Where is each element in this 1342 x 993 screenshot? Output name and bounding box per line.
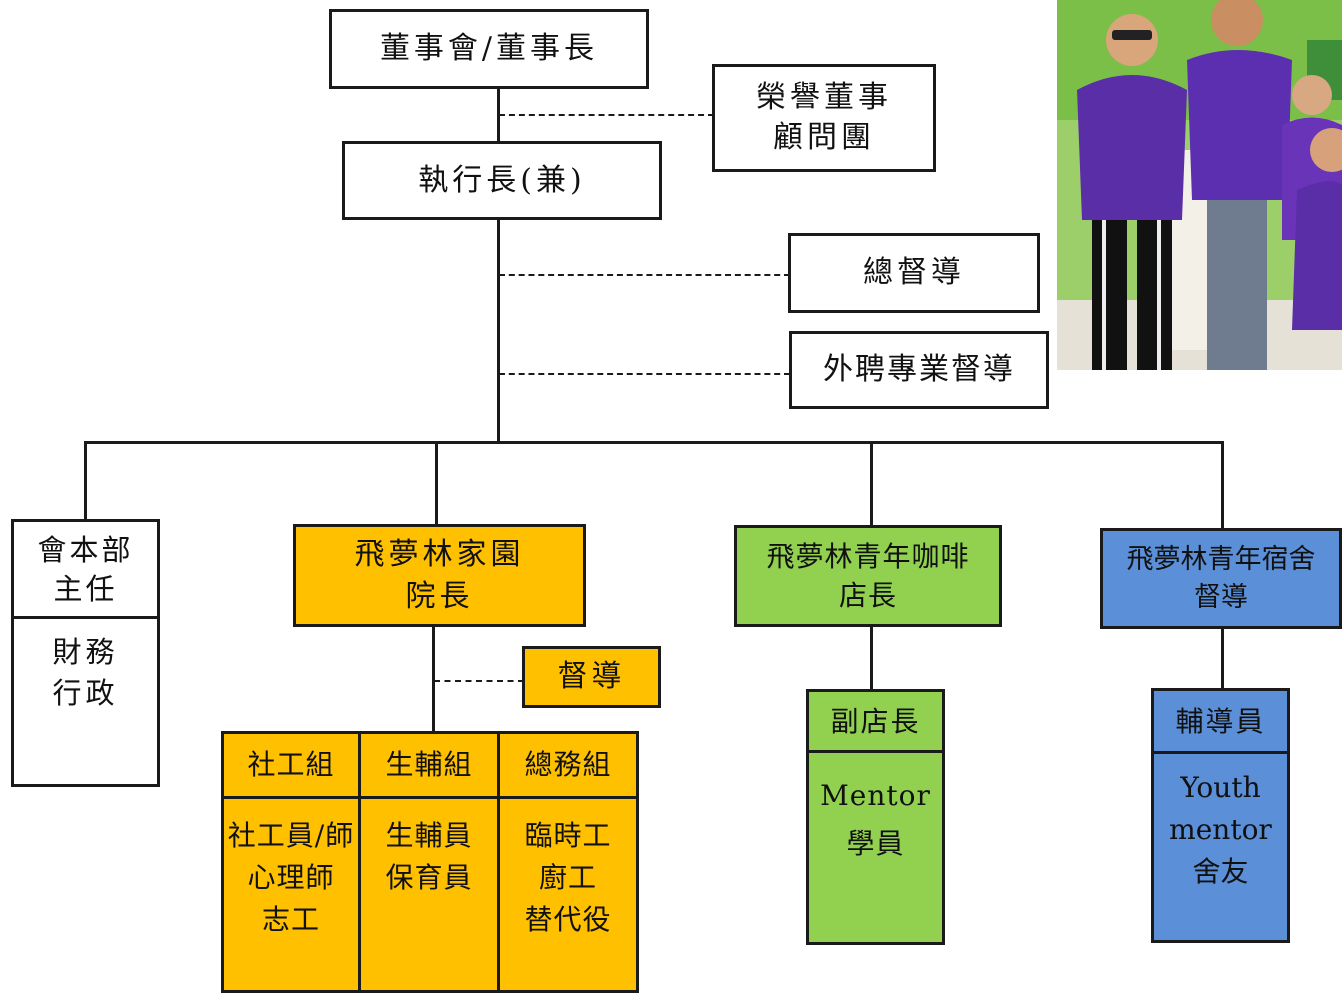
home-head-box: 飛夢林家園 院長: [293, 524, 586, 627]
dorm-team-box: 輔導員 Youth mentor 舍友: [1151, 688, 1290, 943]
group-life-member: 保育員: [385, 861, 473, 894]
admin-head: 會本部 主任: [14, 522, 157, 618]
dorm-member: Youth: [1180, 771, 1261, 804]
home-supervisor-title: 督導: [557, 659, 626, 694]
group-life-members: 生輔員 保育員: [361, 799, 497, 989]
dorm-divider: [1154, 751, 1287, 754]
ceo-box: 執行長(兼): [342, 141, 662, 220]
chief-supervisor-dashed-connector: [499, 274, 790, 276]
cafe-divider: [809, 750, 942, 753]
cafe-member: 學員: [846, 826, 905, 860]
branch-admin: [84, 441, 87, 521]
trunk-line-top: [497, 88, 500, 143]
group-life-label-cell: 生輔組: [361, 734, 497, 796]
trunk-line-main: [497, 218, 500, 443]
board-box: 董事會/董事長: [329, 9, 649, 89]
group-general-label: 總務組: [524, 748, 612, 781]
external-supervisor-title: 外聘專業督導: [823, 352, 1015, 387]
branch-bar: [84, 441, 1224, 444]
dorm-head-line2: 督導: [1194, 581, 1248, 613]
admin-body-line2: 行政: [52, 675, 119, 710]
honor-line2: 顧問團: [773, 120, 875, 155]
admin-head-line1: 會本部: [37, 532, 134, 567]
group-life-label: 生輔組: [385, 748, 473, 781]
external-supervisor-box: 外聘專業督導: [789, 331, 1049, 409]
dorm-head-line1: 飛夢林青年宿舍: [1126, 543, 1316, 575]
group-general-member: 臨時工: [524, 819, 612, 852]
cafe-head-line2: 店長: [838, 579, 897, 612]
cafe-team-box: 副店長 Mentor 學員: [806, 689, 945, 945]
team-photo: [1057, 0, 1342, 370]
admin-box: 會本部 主任 財務 行政: [11, 519, 160, 787]
group-social-member: 社工員/師: [227, 819, 355, 852]
cafe-down-line: [870, 625, 873, 691]
dorm-counselor-title: 輔導員: [1175, 705, 1266, 739]
cafe-member: Mentor: [820, 779, 931, 812]
dorm-counselor-cell: 輔導員: [1154, 691, 1287, 753]
external-supervisor-dashed-connector: [499, 373, 790, 375]
dorm-head-box: 飛夢林青年宿舍 督導: [1100, 528, 1342, 629]
home-supervisor-dashed-connector: [434, 680, 524, 682]
home-head-line2: 院長: [405, 578, 474, 614]
honor-dashed-connector: [499, 114, 714, 116]
home-head-line1: 飛夢林家園: [354, 536, 525, 572]
cafe-head-box: 飛夢林青年咖啡 店長: [734, 525, 1002, 627]
group-social-member: 心理師: [247, 861, 335, 894]
group-general-label-cell: 總務組: [500, 734, 636, 796]
branch-dorm: [1221, 441, 1224, 529]
branch-cafe: [870, 441, 873, 527]
team-photo-illustration: [1057, 0, 1342, 370]
admin-body-line1: 財務: [52, 635, 119, 669]
group-general-member: 廚工: [538, 861, 597, 894]
admin-head-line2: 主任: [53, 572, 118, 606]
home-supervisor-box: 督導: [522, 646, 661, 708]
home-down-line: [432, 625, 435, 735]
group-social-label-cell: 社工組: [224, 734, 358, 796]
chief-supervisor-title: 總督導: [863, 255, 965, 290]
home-groups-col-sep-1: [358, 731, 361, 993]
group-social-member: 志工: [261, 903, 320, 936]
home-groups-divider: [221, 796, 639, 799]
ceo-title: 執行長(兼): [418, 162, 586, 198]
group-social-members: 社工員/師 心理師 志工: [224, 799, 358, 989]
group-general-member: 替代役: [524, 903, 612, 936]
branch-home: [435, 441, 438, 526]
home-groups-col-sep-2: [497, 731, 500, 993]
chief-supervisor-box: 總督導: [788, 233, 1040, 313]
honor-box: 榮譽董事 顧問團: [712, 64, 936, 172]
dorm-down-line: [1221, 627, 1224, 690]
board-title: 董事會/董事長: [379, 31, 599, 66]
dorm-member: mentor: [1169, 813, 1272, 846]
cafe-deputy-title: 副店長: [830, 705, 921, 739]
dorm-member: 舍友: [1192, 855, 1249, 888]
cafe-head-line1: 飛夢林青年咖啡: [766, 539, 970, 573]
group-life-member: 生輔員: [385, 819, 473, 852]
group-social-label: 社工組: [247, 748, 335, 781]
cafe-members: Mentor 學員: [809, 752, 942, 867]
dorm-members: Youth mentor 舍友: [1154, 753, 1287, 893]
group-general-members: 臨時工 廚工 替代役: [500, 799, 636, 989]
admin-body: 財務 行政: [14, 618, 157, 713]
honor-line1: 榮譽董事: [756, 79, 892, 115]
admin-divider: [14, 616, 157, 619]
cafe-deputy-cell: 副店長: [809, 692, 942, 752]
